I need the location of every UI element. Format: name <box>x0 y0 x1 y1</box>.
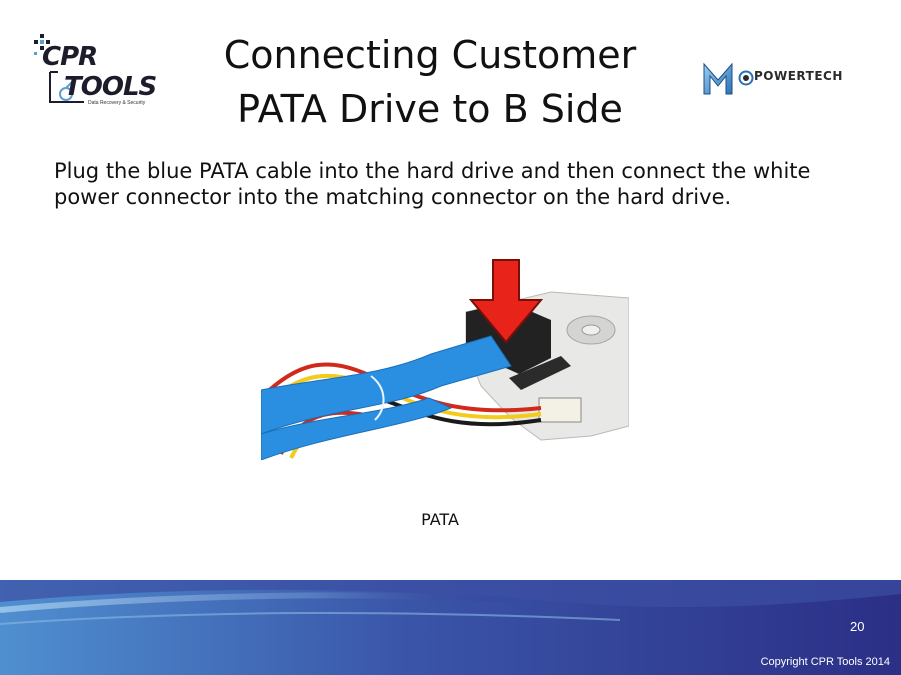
copyright-text: Copyright CPR Tools 2014 <box>760 656 890 668</box>
logo-cpr-text: CPR <box>42 42 98 72</box>
title-line-2: PATA Drive to B Side <box>237 87 623 131</box>
image-caption: PATA <box>421 510 459 529</box>
disk-outline-icon <box>49 71 84 103</box>
footer-band <box>0 580 901 675</box>
logo-tools-text: TOOLS <box>64 72 157 102</box>
power-o-icon <box>738 70 754 86</box>
powertech-m-icon <box>703 62 733 95</box>
page-number: 20 <box>850 619 865 634</box>
pata-cable-photo <box>261 258 629 460</box>
title-line-1: Connecting Customer <box>223 33 637 77</box>
powertech-wordmark: POWERTECH <box>754 69 843 83</box>
pixel-mark-icon <box>34 34 50 55</box>
powertech-wordmark-text: POWERTECH <box>754 69 843 83</box>
logo-tagline: Data Recovery & Security <box>88 100 146 106</box>
page-title: Connecting Customer PATA Drive to B Side <box>170 28 690 136</box>
instruction-text: Plug the blue PATA cable into the hard d… <box>54 159 811 209</box>
powertech-logo: POWERTECH <box>700 56 860 100</box>
cpr-tools-logo: CPR TOOLS Data Recovery & Security <box>34 32 162 112</box>
